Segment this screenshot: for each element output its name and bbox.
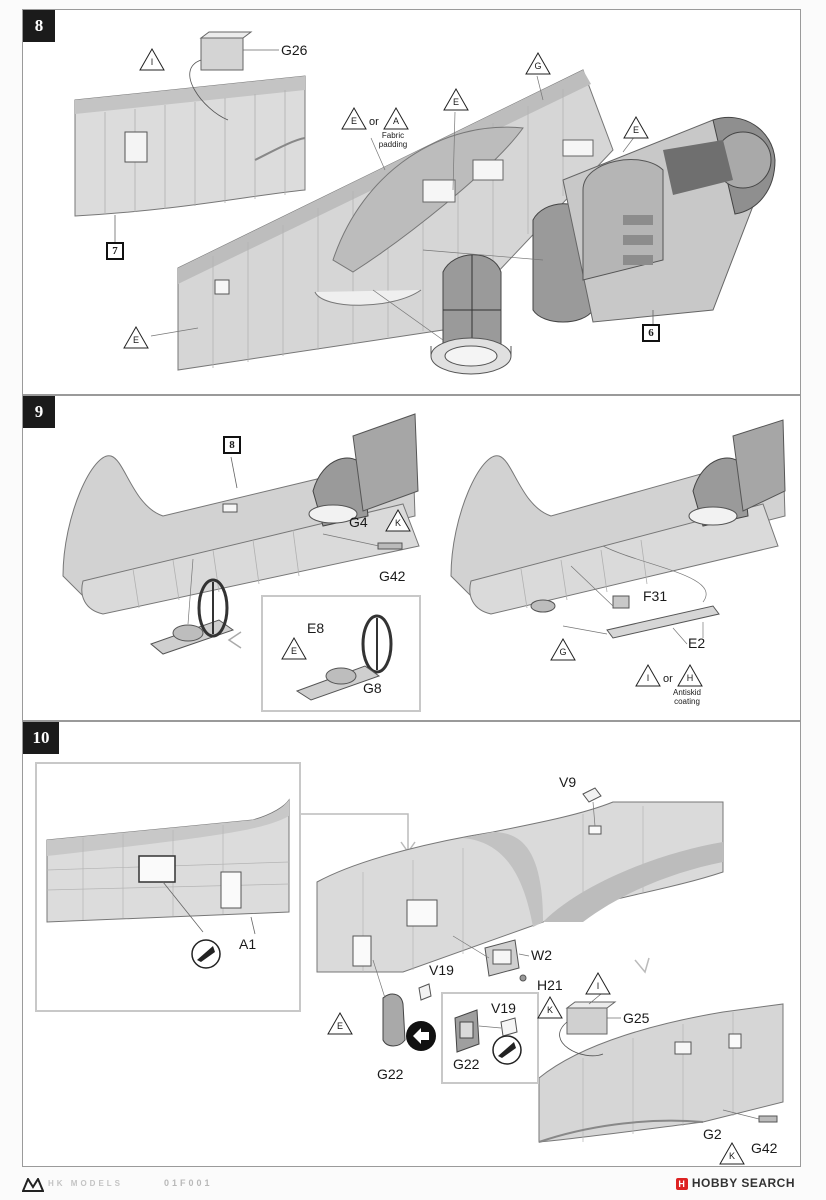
paint-badge: E: [327, 1012, 353, 1035]
paint-badge: E: [443, 88, 469, 111]
step-ref-box: 7: [106, 242, 124, 260]
paint-badge: E: [123, 326, 149, 349]
detail-inset: [441, 992, 539, 1084]
step-number: 9: [23, 396, 55, 428]
watermark-text: HOBBY SEARCH: [691, 1176, 795, 1190]
paint-badge: I: [635, 664, 661, 687]
part-label-g2: G2: [703, 1126, 722, 1142]
part-label-e8: E8: [307, 620, 325, 636]
paint-badge: K: [385, 509, 411, 532]
step-ref-box: 6: [642, 324, 660, 342]
paint-badge: E: [281, 637, 307, 660]
part-label-g4: G4: [349, 514, 368, 530]
part-label-g22: G22: [377, 1066, 404, 1082]
step-ref-box: 8: [223, 436, 241, 454]
step-10-diagram: [46, 787, 784, 1143]
step-10-panel: 10: [22, 721, 801, 1167]
step-number: 8: [23, 10, 55, 42]
part-label-e2: E2: [688, 635, 706, 651]
paint-badge: A: [383, 107, 409, 130]
step-number: 10: [23, 722, 59, 754]
part-label-v9: V9: [559, 774, 577, 790]
part-label-g8: G8: [363, 680, 382, 696]
paint-badge: K: [537, 996, 563, 1019]
fabric-padding-note: Fabric padding: [378, 131, 408, 149]
part-label-f31: F31: [643, 588, 668, 604]
brand-name: HK MODELS: [48, 1179, 123, 1188]
part-label-a1: A1: [239, 936, 257, 952]
product-code: 01F001: [164, 1178, 213, 1188]
paint-badge: K: [719, 1142, 745, 1165]
paint-badge: G: [525, 52, 551, 75]
part-label-g25: G25: [623, 1010, 650, 1026]
part-label-v19: V19: [429, 962, 454, 978]
part-label-w2: W2: [531, 947, 552, 963]
part-label-g22: G22: [453, 1056, 480, 1072]
or-text: or: [369, 116, 379, 128]
paint-badge: E: [623, 116, 649, 139]
part-label-g42: G42: [379, 568, 406, 584]
paint-badge: I: [139, 48, 165, 71]
paint-badge: E: [341, 107, 367, 130]
or-text: or: [663, 673, 673, 685]
paint-badge: G: [550, 638, 576, 661]
paint-badge: I: [585, 972, 611, 995]
part-label-v19: V19: [491, 1000, 516, 1016]
part-label-g26: G26: [281, 42, 308, 58]
step-9-panel: 9: [22, 395, 801, 721]
paint-badge: H: [677, 664, 703, 687]
brand-logo-icon: [22, 1178, 44, 1192]
part-label-g42: G42: [751, 1140, 778, 1156]
antiskid-note: Antiskid coating: [672, 688, 701, 706]
step-8-panel: 8: [22, 9, 801, 395]
step-8-diagram: [74, 31, 776, 375]
hobby-search-logo-icon: H: [675, 1178, 688, 1190]
part-label-h21: H21: [537, 977, 563, 993]
